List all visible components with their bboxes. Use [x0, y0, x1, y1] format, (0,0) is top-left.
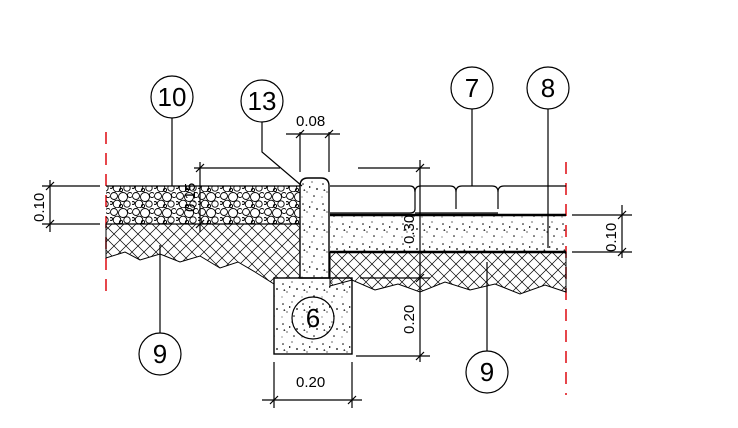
base-layer [330, 215, 566, 252]
leader-13 [261, 122, 303, 187]
callout-6-label: 6 [306, 303, 320, 333]
callout-9-right-label: 9 [480, 357, 494, 387]
footing [273, 277, 353, 355]
callout-bubble-9-left [138, 332, 182, 376]
curb [299, 177, 330, 279]
callout-bubble-8 [526, 66, 570, 110]
dim-pavement-total [356, 160, 430, 362]
callout-8-label: 8 [541, 73, 555, 103]
dim-footing-depth-label: 0.20 [401, 305, 418, 334]
dim-base-right [572, 205, 632, 258]
callout-bubble-9-right [465, 350, 509, 394]
dim-curb-width-label: 0.08 [296, 113, 325, 130]
callout-bubble-13 [240, 79, 284, 123]
callout-9-left-label: 9 [153, 339, 167, 369]
soil-left [105, 223, 301, 285]
callout-bubble-6 [291, 296, 335, 340]
callout-10-label: 10 [158, 82, 187, 112]
callout-bubble-7 [450, 66, 494, 110]
gravel-layer [106, 186, 300, 224]
dim-gravel-left-label: 0.10 [31, 193, 48, 222]
dim-footing-width-label: 0.20 [296, 374, 325, 391]
dim-pavement-total-label: 0.30 [401, 215, 418, 244]
dim-gravel-left [42, 180, 100, 232]
dim-curb-width [286, 129, 340, 172]
dim-footing-width [262, 362, 362, 408]
callout-7-label: 7 [465, 73, 479, 103]
dim-base-right-label: 0.10 [603, 223, 620, 252]
dim-gravel-depth-label: 0.15 [182, 183, 199, 212]
callout-bubble-10 [150, 75, 194, 119]
paver-row [330, 185, 566, 214]
dim-gravel-depth [194, 162, 280, 232]
soil-right [329, 251, 567, 295]
callout-13-label: 13 [248, 86, 277, 116]
